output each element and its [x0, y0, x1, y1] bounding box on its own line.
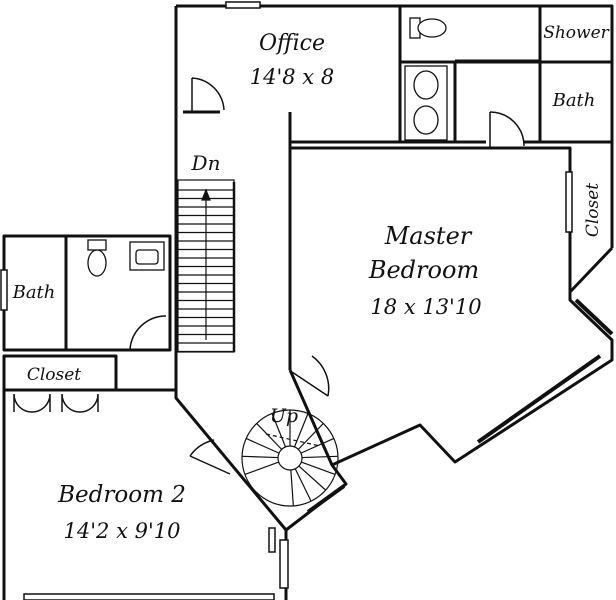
spiral-tread [301, 461, 336, 475]
toilet-upper [409, 17, 447, 39]
spiral-inner [277, 445, 303, 471]
master-bedroom-label-1: Master [384, 222, 473, 250]
master-bath-door [489, 111, 525, 148]
spiral-tread [290, 469, 294, 506]
fixtures [87, 17, 540, 277]
spiral-tread [294, 468, 312, 502]
master-bedroom-door [291, 355, 330, 397]
master-bedroom-label-2: Bedroom [368, 256, 479, 284]
spiral-tread [301, 455, 338, 459]
spiral-tread [245, 437, 280, 454]
office-dims: 14'8 x 8 [250, 65, 334, 89]
master-bath-label: Bath [552, 90, 596, 111]
bedroom2-dims: 14'2 x 9'10 [64, 519, 181, 543]
walls [2, 4, 614, 600]
bedroom2-bottom-window [23, 593, 275, 600]
bath2-walls [2, 234, 172, 352]
stairs-down-label: Dn [191, 151, 221, 175]
bedroom2-side-window [279, 539, 289, 589]
master-window-line-2 [574, 298, 614, 336]
spiral-tread [297, 423, 324, 450]
master-bath-walls [400, 4, 614, 248]
straight-stairs [177, 179, 236, 353]
bedroom2-label: Bedroom 2 [57, 482, 186, 508]
closet2-door-right [61, 393, 99, 413]
bath2-label: Bath [12, 282, 56, 303]
spiral-stairs [241, 409, 339, 507]
shower-label: Shower [543, 23, 609, 43]
master-closet-label: Closet [583, 183, 603, 237]
bedroom2-side-window-2 [268, 527, 276, 553]
spiral-landing [265, 433, 321, 447]
spiral-tread [256, 423, 283, 450]
master-window-line [476, 354, 602, 444]
sink-bath2 [129, 241, 165, 271]
spiral-tread [242, 455, 279, 459]
office-window [225, 1, 261, 9]
spiral-tread [244, 461, 279, 475]
office-label: Office [259, 31, 325, 56]
spiral-tread [271, 413, 287, 448]
master-bedroom-dims: 18 x 13'10 [370, 295, 481, 319]
doors [13, 77, 525, 475]
stairs-up-label: Up [270, 405, 298, 427]
closet-window [565, 171, 573, 233]
office-door [191, 77, 225, 112]
bath2-window [0, 269, 8, 311]
double-vanity [404, 65, 448, 141]
room-labels: Office 14'8 x 8 Shower Bath Closet Maste… [12, 23, 610, 543]
closet2-label: Closet [27, 365, 81, 385]
closet2-door-left [13, 393, 51, 413]
bath2-door [129, 315, 167, 351]
hall-window [306, 484, 346, 514]
stairs-arrow [201, 188, 211, 201]
toilet-bath2 [87, 239, 107, 277]
bedroom2-door [189, 439, 231, 475]
spiral-tread [298, 465, 327, 491]
